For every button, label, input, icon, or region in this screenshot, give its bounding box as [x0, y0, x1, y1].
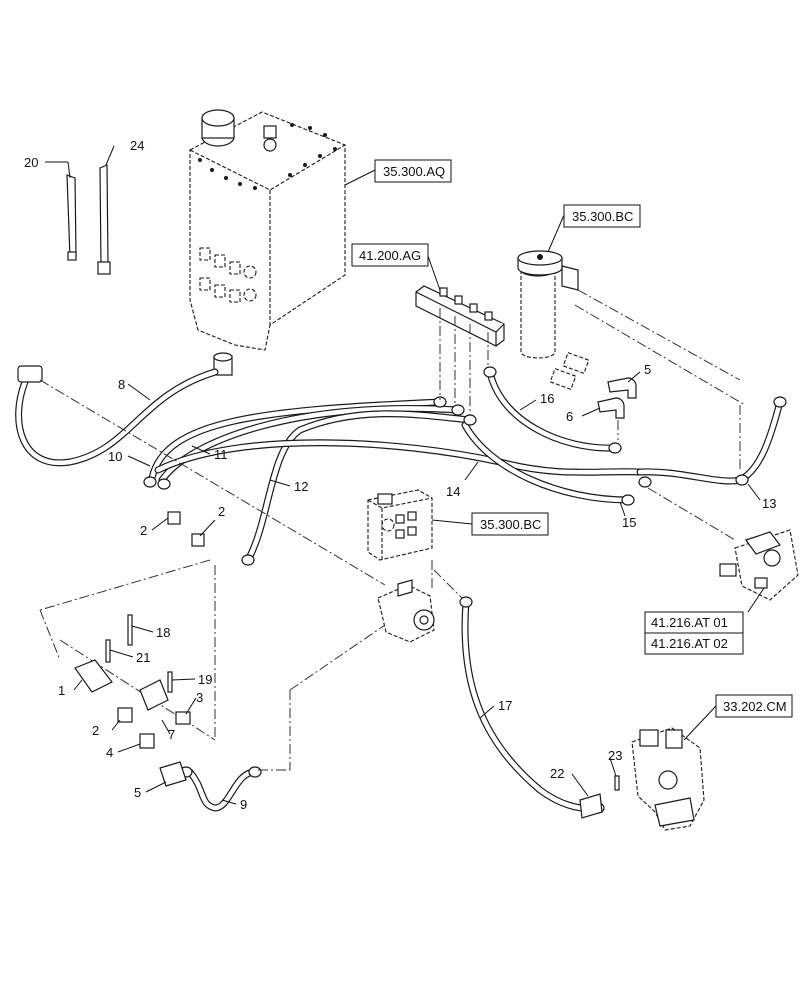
callout-16: 16: [540, 391, 554, 406]
callout-7: 7: [168, 727, 175, 742]
cable-tie-24: [97, 164, 111, 275]
callout-4: 4: [106, 745, 113, 760]
callout-17: 17: [498, 698, 512, 713]
callout-9: 9: [240, 797, 247, 812]
callout-23: 20: [24, 155, 38, 170]
callout-18: 19: [198, 672, 212, 687]
callout-numbers: 20 24 8 10 11 12 14 15 13 16 5 6 2 2 18 …: [24, 138, 776, 812]
callout-8: 8: [118, 377, 125, 392]
callout-20: 22: [550, 766, 564, 781]
valve-block: [367, 489, 433, 561]
hoses: [15, 365, 787, 814]
manifold-connection-lines: [439, 308, 489, 415]
callout-2-a: 2: [140, 523, 147, 538]
svg-text:35.300.BC: 35.300.BC: [480, 517, 541, 532]
svg-text:35.300.BC: 35.300.BC: [572, 209, 633, 224]
callout-2-b: 2: [218, 504, 225, 519]
ref-valve-block[interactable]: 35.300.BC: [471, 512, 549, 536]
ref-motor[interactable]: 33.202.CM: [715, 694, 793, 718]
callout-19: 18: [156, 625, 170, 640]
cable-tie-23: [66, 174, 77, 261]
callout-15: 15: [622, 515, 636, 530]
callout-1: 1: [58, 683, 65, 698]
drive-motor: [631, 727, 705, 831]
return-filter: [517, 250, 579, 359]
leader-lines: [45, 145, 765, 805]
callout-14: 14: [446, 484, 460, 499]
callout-11: 11: [214, 447, 228, 462]
callout-3: 3: [196, 690, 203, 705]
fitting-assembly-5: [549, 351, 637, 419]
callout-2-c: 2: [92, 723, 99, 738]
svg-text:33.202.CM: 33.202.CM: [723, 699, 787, 714]
adapter-fittings: [74, 511, 620, 819]
manifold-block: [415, 285, 505, 347]
callout-6: 5: [134, 785, 141, 800]
callout-12: 12: [294, 479, 308, 494]
callout-10: 10: [108, 449, 122, 464]
callout-13: 13: [762, 496, 776, 511]
control-valve: [719, 529, 799, 601]
callout-5-lower: 6: [566, 409, 573, 424]
reference-boxes: 35.300.AQ 35.300.BC 41.200.AG 35.300.BC …: [351, 159, 793, 718]
ref-manifold[interactable]: 41.200.AG: [351, 243, 429, 267]
ref-filter[interactable]: 35.300.BC: [563, 204, 641, 228]
hydraulic-tank: [189, 109, 346, 376]
hydraulic-pump: [377, 579, 435, 643]
svg-text:41.216.AT 02: 41.216.AT 02: [651, 636, 728, 651]
svg-text:41.200.AG: 41.200.AG: [359, 248, 421, 263]
callout-24: 24: [130, 138, 144, 153]
svg-text:35.300.AQ: 35.300.AQ: [383, 164, 445, 179]
callout-21: 21: [136, 650, 150, 665]
ref-control-valve[interactable]: 41.216.AT 01 41.216.AT 02: [644, 611, 744, 655]
svg-text:41.216.AT 01: 41.216.AT 01: [651, 615, 728, 630]
callout-22: 23: [608, 748, 622, 763]
callout-5-upper: 5: [644, 362, 651, 377]
ref-tank[interactable]: 35.300.AQ: [374, 159, 452, 183]
